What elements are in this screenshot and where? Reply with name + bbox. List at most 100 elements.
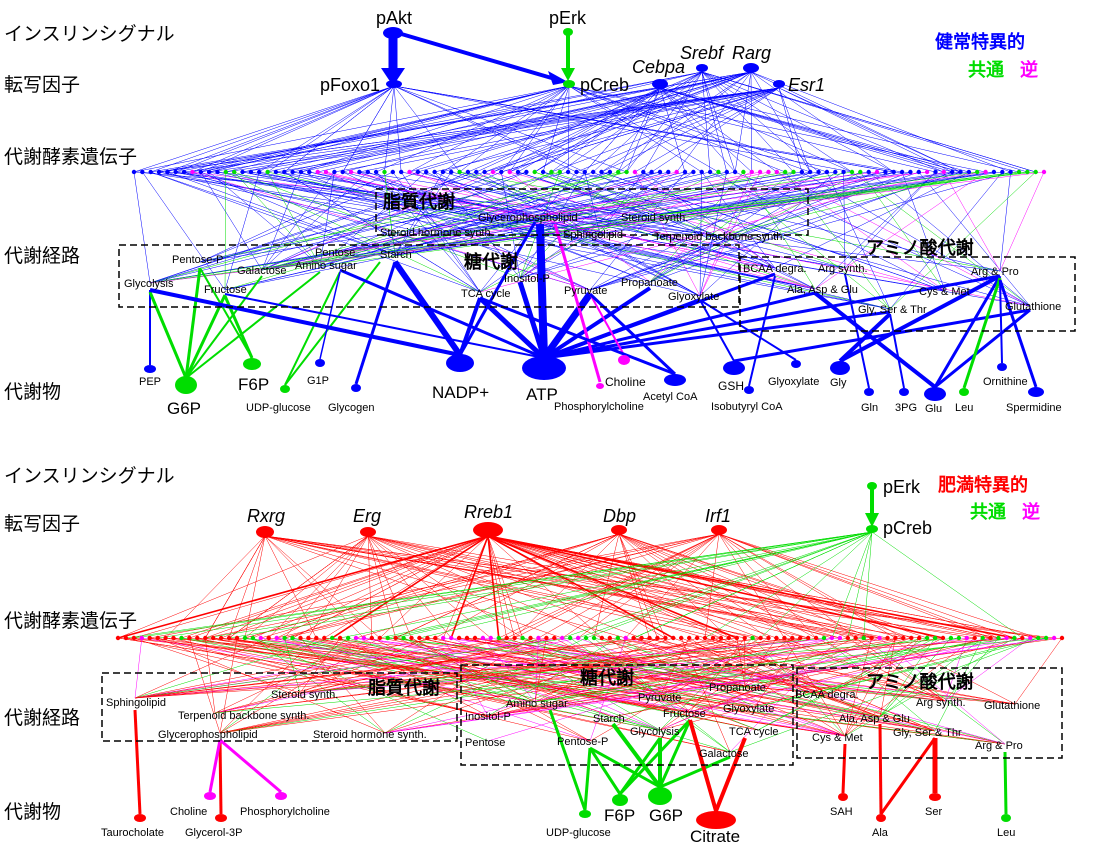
- network-edge: [863, 531, 873, 639]
- network-edge: [757, 637, 936, 731]
- enzyme-gene-node: [165, 169, 170, 175]
- pathway-bcaa-b: BCAA degra.: [795, 689, 859, 701]
- node-pakt: [383, 27, 403, 39]
- enzyme-gene-node: [774, 635, 779, 641]
- network-edge: [197, 637, 731, 753]
- network-edge: [659, 87, 853, 173]
- pathway-steroid-hormone-b: Steroid hormone synth.: [313, 729, 427, 741]
- network-edge: [750, 71, 753, 173]
- network-edge: [699, 299, 735, 362]
- network-edge: [718, 533, 896, 639]
- enzyme-gene-node: [782, 635, 787, 641]
- network-edge: [205, 533, 720, 639]
- network-edge: [284, 637, 536, 703]
- enzyme-gene-node: [853, 635, 858, 641]
- network-edge: [618, 737, 662, 795]
- network-edge: [167, 85, 395, 173]
- network-edge: [509, 87, 661, 173]
- enzyme-gene-row-bottom: [115, 635, 1065, 641]
- enzyme-gene-node: [173, 169, 178, 175]
- label-perk-b: pErk: [883, 477, 921, 497]
- network-edge: [331, 535, 489, 639]
- network-edge: [548, 709, 587, 811]
- network-edge: [219, 637, 238, 734]
- enzyme-gene-node: [924, 635, 930, 641]
- network-edge: [701, 71, 944, 173]
- network-edge: [601, 71, 752, 173]
- network-edge: [199, 171, 569, 263]
- network-edge: [384, 637, 587, 734]
- enzyme-gene-node: [464, 635, 470, 641]
- enzyme-gene-node: [456, 635, 462, 641]
- node-gsh: [723, 361, 745, 375]
- network-edge: [626, 87, 661, 173]
- label-rreb1: Rreb1: [464, 502, 513, 522]
- network-edge: [776, 171, 946, 292]
- label-phosphorylcholine-top: Phosphorylcholine: [554, 401, 644, 413]
- network-edge: [568, 85, 786, 173]
- enzyme-gene-node: [666, 169, 671, 175]
- network-edge: [649, 171, 819, 283]
- enzyme-gene-node: [883, 169, 888, 175]
- network-edge: [718, 171, 891, 310]
- network-edge: [229, 531, 873, 639]
- enzyme-gene-node: [348, 169, 354, 175]
- enzyme-gene-node: [1059, 635, 1065, 641]
- enzyme-gene-node: [273, 169, 279, 175]
- network-edge: [593, 533, 620, 639]
- enzyme-gene-node: [282, 635, 287, 641]
- enzyme-gene-node: [298, 635, 303, 641]
- node-g1p: [315, 359, 325, 367]
- enzyme-gene-node: [663, 635, 668, 641]
- enzyme-gene-node: [1004, 635, 1009, 641]
- network-edge: [754, 637, 1047, 708]
- layer-label-insulin-b: インスリンシグナル: [4, 465, 175, 487]
- pathway-pentose-p: Pentose-P: [172, 254, 223, 266]
- enzyme-gene-node: [641, 169, 646, 175]
- enzyme-gene-node: [474, 169, 479, 175]
- enzyme-gene-node: [806, 635, 811, 641]
- network-edge: [149, 171, 819, 284]
- network-edge: [776, 637, 946, 702]
- network-edge: [879, 637, 1006, 745]
- network-edge: [519, 171, 894, 279]
- network-edge: [839, 274, 1001, 363]
- layer-label-tf: 転写因子: [4, 74, 80, 96]
- enzyme-gene-node: [1008, 169, 1013, 175]
- enzyme-gene-node: [991, 169, 997, 175]
- network-edge: [149, 288, 461, 357]
- network-edge: [221, 637, 661, 697]
- pathway-sphingolipid-b: Sphingolipid: [106, 697, 166, 709]
- node-sah: [838, 793, 848, 801]
- enzyme-gene-node: [131, 169, 137, 175]
- network-edge: [774, 171, 969, 269]
- enzyme-gene-node: [306, 635, 311, 641]
- pathway-tca: TCA cycle: [461, 288, 511, 300]
- enzyme-gene-node: [148, 169, 153, 175]
- network-edge: [264, 535, 563, 639]
- network-edge: [284, 261, 381, 386]
- label-gly: Gly: [830, 377, 847, 389]
- network-edge: [199, 171, 393, 263]
- network-edge: [659, 87, 969, 173]
- network-edge: [998, 279, 1038, 388]
- enzyme-gene-node: [742, 635, 747, 641]
- label-pcreb: pCreb: [580, 75, 629, 95]
- network-edge: [419, 637, 756, 708]
- network-edge: [268, 637, 1006, 745]
- enzyme-gene-node: [798, 635, 803, 641]
- network-edge: [734, 71, 752, 173]
- network-edge: [242, 87, 780, 173]
- enzyme-gene-node: [488, 635, 493, 641]
- network-edge: [487, 535, 944, 639]
- enzyme-gene-node: [1051, 635, 1057, 641]
- node-g6p-top: [175, 376, 197, 394]
- network-edge: [701, 71, 894, 173]
- network-edge: [534, 637, 729, 703]
- node-spermidine: [1028, 387, 1044, 397]
- group-title-sugar: 糖代謝: [464, 251, 518, 272]
- network-edge: [199, 171, 418, 263]
- enzyme-gene-node: [901, 635, 906, 641]
- network-edge: [534, 637, 904, 703]
- network-edge: [831, 531, 873, 639]
